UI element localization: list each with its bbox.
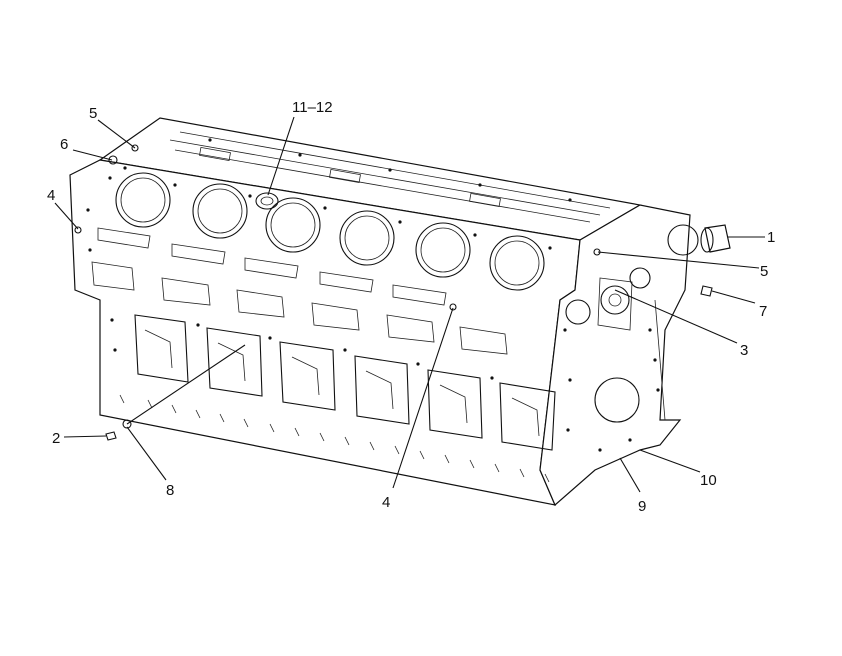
end-face <box>539 204 691 506</box>
callout-1: 1 <box>767 229 775 246</box>
callout-2: 2 <box>52 430 60 447</box>
callout-3: 3 <box>740 342 748 359</box>
bolt-holes <box>86 138 660 452</box>
callout-5-right: 5 <box>760 263 768 280</box>
bolt-4-left <box>74 226 82 234</box>
loose-parts <box>74 144 731 441</box>
callout-6: 6 <box>60 136 68 153</box>
leader-lines <box>54 116 765 493</box>
upper-windows <box>91 227 508 355</box>
callout-4-bottom: 4 <box>382 494 390 511</box>
bolt-5-top <box>131 144 139 152</box>
bolt-bosses <box>119 394 550 483</box>
cylinder-bores <box>115 172 545 291</box>
plug-2 <box>105 431 117 441</box>
crankcase-windows <box>134 314 556 451</box>
callout-4-left: 4 <box>47 187 55 204</box>
plug-8 <box>122 419 132 429</box>
callout-11-12: 11–12 <box>292 99 333 116</box>
callout-5-top: 5 <box>89 105 97 122</box>
engine-block <box>69 117 699 506</box>
bolt-6 <box>108 155 118 165</box>
callout-8: 8 <box>166 482 174 499</box>
callout-9: 9 <box>638 498 646 515</box>
small-plug <box>700 285 713 297</box>
bolt-4-mid <box>449 303 457 311</box>
callout-labels: 1 2 3 4 4 5 5 6 7 8 9 10 11–12 <box>47 99 775 515</box>
callout-7: 7 <box>759 303 767 320</box>
callout-10: 10 <box>700 472 717 489</box>
